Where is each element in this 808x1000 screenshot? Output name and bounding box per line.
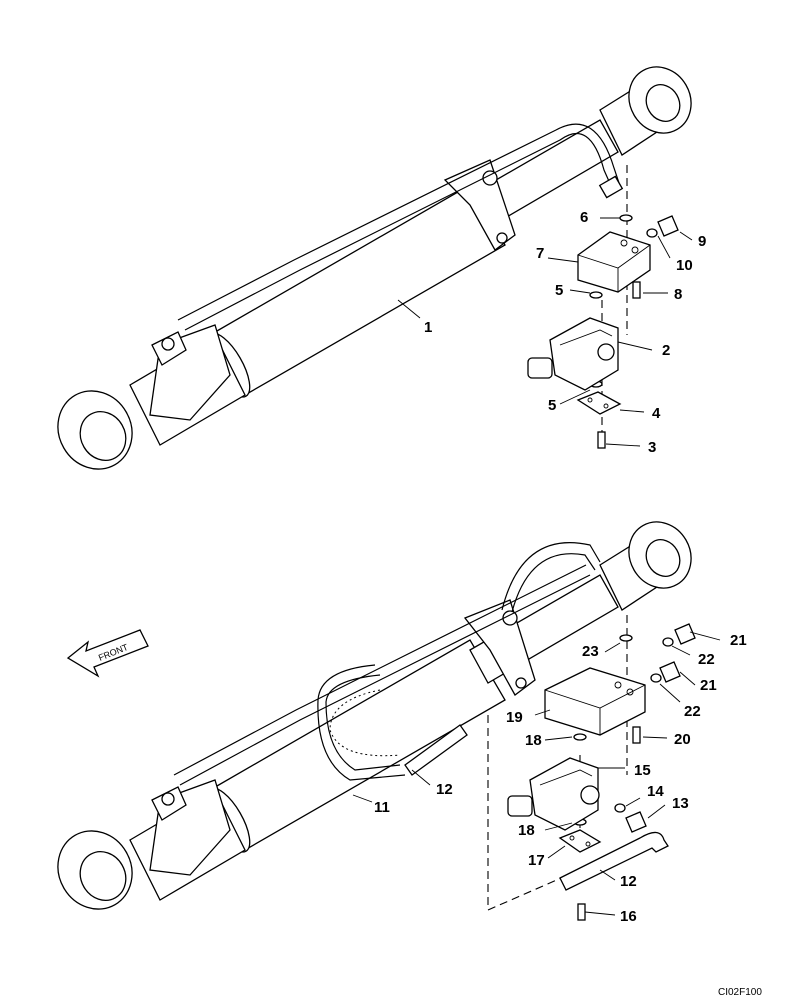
callout-13: 13	[672, 795, 689, 812]
callout-7: 7	[536, 245, 544, 262]
upper-valve-stack	[527, 214, 679, 449]
callout-11: 11	[374, 799, 390, 816]
callout-2: 2	[662, 342, 670, 359]
o-ring	[650, 673, 662, 683]
o-ring	[646, 228, 658, 238]
callout-12-upper: 12	[436, 781, 453, 798]
callout-1: 1	[424, 319, 432, 336]
o-ring	[573, 733, 587, 741]
callout-18-lower: 18	[518, 822, 535, 839]
callout-23: 23	[582, 643, 599, 660]
callout-22-lower: 22	[684, 703, 701, 720]
lower-valve-stack	[507, 623, 696, 921]
callout-21-upper: 21	[730, 632, 747, 649]
o-ring	[662, 637, 674, 647]
callout-19: 19	[506, 709, 523, 726]
upper-callouts: 1 2 3 4 5 5 6 7 8 9 10	[424, 209, 706, 456]
o-ring	[614, 803, 626, 813]
callout-18-upper: 18	[525, 732, 542, 749]
callout-3: 3	[648, 439, 656, 456]
callout-4: 4	[652, 405, 661, 422]
callout-12-lower: 12	[620, 873, 637, 890]
callout-5-upper: 5	[555, 282, 563, 299]
callout-9: 9	[698, 233, 706, 250]
callout-21-lower: 21	[700, 677, 717, 694]
callout-14: 14	[647, 783, 664, 800]
callout-5-lower: 5	[548, 397, 556, 414]
callout-17: 17	[528, 852, 545, 869]
lower-callouts: 11 12 12 13 14 15 16 17 18 18 19 20 21 2…	[374, 632, 747, 925]
callout-20: 20	[674, 731, 691, 748]
callout-15: 15	[634, 762, 651, 779]
callout-16: 16	[620, 908, 637, 925]
o-ring	[589, 291, 603, 299]
leader-lines	[352, 217, 721, 916]
callout-8: 8	[674, 286, 682, 303]
upper-cylinder-assembly	[57, 66, 692, 470]
callout-6: 6	[580, 209, 588, 226]
drawing-code: CI02F100	[718, 987, 762, 998]
lower-cylinder-assembly	[57, 521, 692, 911]
o-ring	[619, 634, 633, 642]
callout-22-upper: 22	[698, 651, 715, 668]
front-direction-arrow: FRONT	[66, 629, 149, 678]
o-ring	[619, 214, 633, 222]
callout-10: 10	[676, 257, 693, 274]
